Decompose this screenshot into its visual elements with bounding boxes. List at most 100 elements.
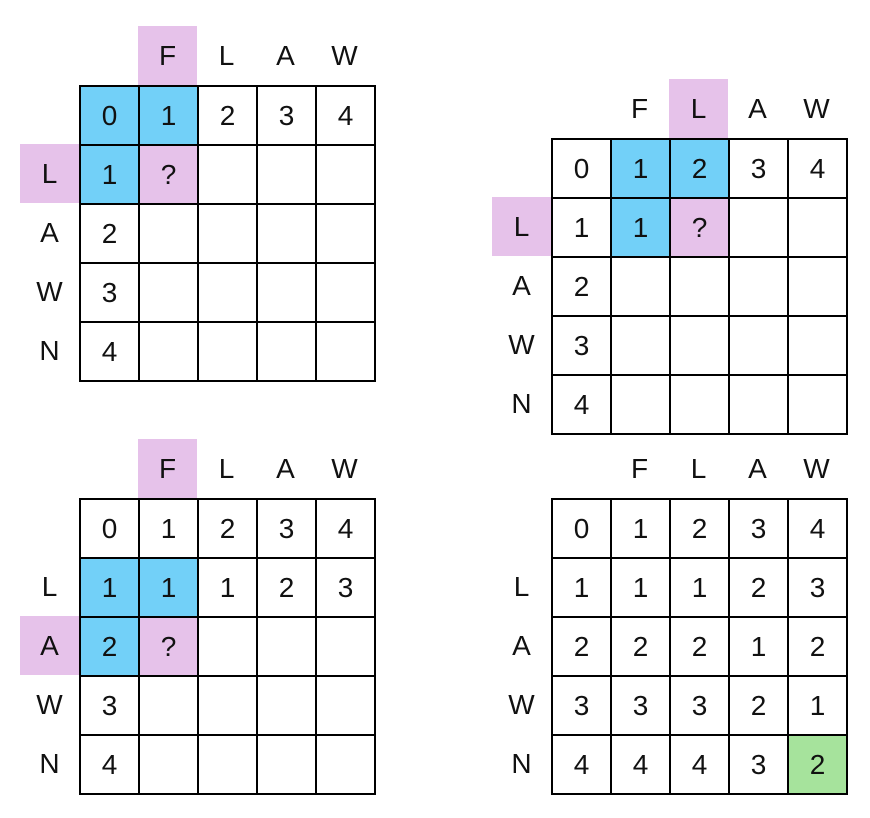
dp-cell-r2-c3: 1 (728, 616, 789, 677)
dp-cell-r4-c4: 2 (787, 734, 848, 795)
column-letter-f: F (630, 92, 649, 124)
dp-cell-r3-c0: 3 (551, 315, 612, 376)
row-letter-a: A (20, 616, 79, 675)
dp-cell-r2-c2 (197, 616, 258, 677)
dp-cell-r0-c0: 0 (551, 498, 612, 559)
column-letter-w: W (331, 39, 358, 71)
dp-cell-r4-c2 (669, 374, 730, 435)
dp-cell-r1-c4 (787, 197, 848, 258)
row-letter-w: W (508, 688, 535, 720)
dp-cell-r1-c1: 1 (610, 557, 671, 618)
dp-cell-r4-c2 (197, 321, 258, 382)
dp-cell-r3-c3 (256, 262, 317, 323)
row-letter-w: W (508, 328, 535, 360)
dp-cell-r4-c3 (256, 734, 317, 795)
dp-cell-r1-c3: 2 (256, 557, 317, 618)
dp-cell-r3-c1 (138, 262, 199, 323)
dp-cell-r2-c3 (256, 616, 317, 677)
dp-cell-r2-c0: 2 (551, 616, 612, 677)
dp-cell-r0-c3: 3 (256, 85, 317, 146)
dp-cell-r0-c1: 1 (610, 138, 671, 199)
dp-cell-r1-c0: 1 (79, 557, 140, 618)
column-letter-f: F (138, 26, 197, 85)
dp-cell-r0-c0: 0 (551, 138, 612, 199)
dp-cell-r4-c1 (138, 734, 199, 795)
dp-cell-r1-c3 (728, 197, 789, 258)
column-letter-f: F (630, 452, 649, 484)
dp-cell-r3-c2 (197, 675, 258, 736)
dp-cell-r2-c1 (138, 203, 199, 264)
column-letter-w: W (803, 92, 830, 124)
column-letter-w: W (803, 452, 830, 484)
dp-cell-r4-c3 (728, 374, 789, 435)
dp-cell-r2-c2 (197, 203, 258, 264)
column-letter-a: A (748, 452, 767, 484)
dp-cell-r2-c0: 2 (551, 256, 612, 317)
row-letter-n: N (511, 387, 532, 419)
dp-cell-r2-c1: 2 (610, 616, 671, 677)
dp-cell-r2-c1: ? (138, 616, 199, 677)
dp-cell-r1-c0: 1 (79, 144, 140, 205)
dp-cell-r3-c4: 1 (787, 675, 848, 736)
dp-cell-r3-c4 (315, 675, 376, 736)
dp-cell-r1-c1: 1 (138, 557, 199, 618)
row-letter-l: L (20, 144, 79, 203)
dp-cell-r3-c3: 2 (728, 675, 789, 736)
dp-cell-r0-c4: 4 (787, 498, 848, 559)
dp-cell-r4-c0: 4 (551, 734, 612, 795)
dp-cell-r0-c3: 3 (728, 498, 789, 559)
column-letter-f: F (138, 439, 197, 498)
dp-cell-r2-c4: 2 (787, 616, 848, 677)
dp-cell-r4-c1 (610, 374, 671, 435)
dp-cell-r1-c2: 1 (669, 557, 730, 618)
dp-cell-r3-c0: 3 (79, 675, 140, 736)
dp-cell-r3-c1: 3 (610, 675, 671, 736)
dp-cell-r0-c2: 2 (197, 85, 258, 146)
dp-cell-r0-c3: 3 (256, 498, 317, 559)
column-letter-l: L (218, 452, 235, 484)
column-letter-l: L (669, 79, 728, 138)
dp-cell-r4-c2 (197, 734, 258, 795)
row-letter-a: A (512, 269, 531, 301)
dp-cell-r1-c2: ? (669, 197, 730, 258)
dp-cell-r1-c2: 1 (197, 557, 258, 618)
dp-cell-r2-c3 (256, 203, 317, 264)
dp-cell-r1-c4: 3 (315, 557, 376, 618)
dp-cell-r1-c0: 1 (551, 557, 612, 618)
dp-cell-r0-c1: 1 (610, 498, 671, 559)
dp-cell-r4-c4 (315, 734, 376, 795)
column-letter-l: L (218, 39, 235, 71)
dp-cell-r0-c3: 3 (728, 138, 789, 199)
dp-cell-r1-c3 (256, 144, 317, 205)
row-letter-n: N (39, 334, 60, 366)
dp-cell-r0-c2: 2 (197, 498, 258, 559)
dp-cell-r1-c4 (315, 144, 376, 205)
dp-cell-r2-c3 (728, 256, 789, 317)
row-letter-n: N (511, 747, 532, 779)
dp-cell-r1-c4: 3 (787, 557, 848, 618)
dp-cell-r1-c1: 1 (610, 197, 671, 258)
dp-cell-r3-c1 (138, 675, 199, 736)
dp-cell-r4-c0: 4 (79, 734, 140, 795)
column-letter-a: A (748, 92, 767, 124)
dp-cell-r4-c3: 3 (728, 734, 789, 795)
dp-cell-r3-c2 (669, 315, 730, 376)
dp-cell-r2-c1 (610, 256, 671, 317)
row-letter-n: N (39, 747, 60, 779)
dp-cell-r3-c2 (197, 262, 258, 323)
dp-cell-r1-c0: 1 (551, 197, 612, 258)
dp-cell-r4-c2: 4 (669, 734, 730, 795)
row-letter-w: W (36, 275, 63, 307)
dp-cell-r3-c1 (610, 315, 671, 376)
dp-cell-r3-c2: 3 (669, 675, 730, 736)
dp-cell-r1-c1: ? (138, 144, 199, 205)
dp-cell-r4-c4 (315, 321, 376, 382)
row-letter-l: L (513, 570, 530, 602)
dp-cell-r0-c2: 2 (669, 498, 730, 559)
dp-cell-r4-c0: 4 (79, 321, 140, 382)
dp-cell-r0-c4: 4 (787, 138, 848, 199)
row-letter-l: L (492, 197, 551, 256)
